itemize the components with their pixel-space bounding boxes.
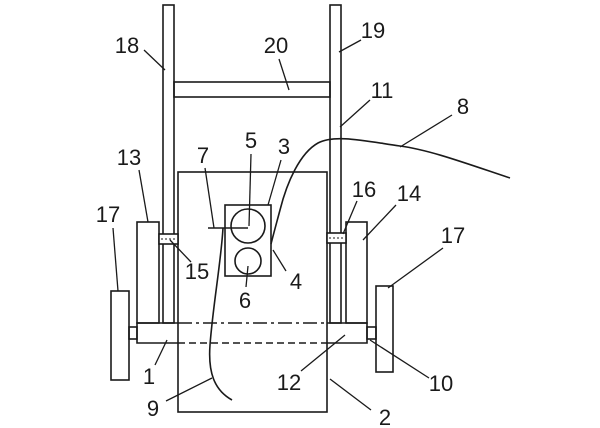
right-pole bbox=[329, 4, 342, 324]
component-box bbox=[224, 204, 272, 277]
leader-line-1 bbox=[154, 339, 168, 366]
callout-20: 20 bbox=[264, 33, 288, 58]
left-bracket bbox=[158, 233, 179, 245]
leader-line-6 bbox=[245, 265, 249, 288]
leader-line-2 bbox=[329, 378, 372, 411]
left-wheel bbox=[110, 290, 130, 381]
leader-line-3 bbox=[267, 159, 282, 206]
callout-1: 1 bbox=[143, 364, 155, 389]
leader-line-14 bbox=[362, 204, 397, 241]
leader-line-17-left bbox=[112, 227, 119, 292]
right-bracket bbox=[326, 232, 347, 244]
callout-9: 9 bbox=[147, 396, 159, 421]
upper-circle bbox=[230, 208, 266, 244]
callout-18: 18 bbox=[115, 33, 139, 58]
leader-line-19 bbox=[338, 39, 362, 53]
axle bbox=[136, 322, 368, 344]
leader-line-16 bbox=[342, 200, 358, 235]
left-side-plate bbox=[136, 221, 160, 324]
crossbar bbox=[173, 81, 331, 98]
leader-line-13 bbox=[138, 169, 149, 223]
leader-line-5 bbox=[248, 153, 252, 227]
callout-17-left: 17 bbox=[96, 202, 120, 227]
leader-line-8 bbox=[399, 114, 453, 148]
leader-line-10 bbox=[369, 339, 430, 379]
callout-5: 5 bbox=[245, 128, 257, 153]
callout-17-right: 17 bbox=[441, 223, 465, 248]
callout-12: 12 bbox=[277, 370, 301, 395]
leader-line-7 bbox=[204, 167, 215, 229]
callout-7: 7 bbox=[197, 143, 209, 168]
left-pole bbox=[162, 4, 175, 324]
callout-4: 4 bbox=[290, 269, 302, 294]
leader-line-12 bbox=[300, 334, 346, 372]
lower-circle bbox=[234, 247, 262, 275]
callout-16: 16 bbox=[352, 177, 376, 202]
right-hub bbox=[366, 326, 377, 340]
leader-line-17-right bbox=[387, 247, 444, 289]
leader-line-11 bbox=[339, 99, 371, 128]
leader-line-18 bbox=[143, 49, 166, 71]
leader-line-9 bbox=[165, 377, 213, 402]
callout-19: 19 bbox=[361, 18, 385, 43]
callout-13: 13 bbox=[117, 145, 141, 170]
callout-11: 11 bbox=[371, 78, 394, 103]
left-hub bbox=[128, 326, 138, 340]
right-side-plate bbox=[345, 221, 368, 324]
callout-3: 3 bbox=[278, 134, 290, 159]
upper-cable bbox=[270, 137, 511, 245]
callout-8: 8 bbox=[457, 94, 469, 119]
housing-box bbox=[177, 171, 328, 413]
leader-line-20 bbox=[278, 58, 290, 91]
callout-2: 2 bbox=[379, 405, 391, 428]
callout-10: 10 bbox=[429, 371, 453, 396]
right-wheel bbox=[375, 285, 394, 373]
callout-15: 15 bbox=[185, 259, 209, 284]
leader-line-15 bbox=[169, 239, 192, 263]
callout-14: 14 bbox=[397, 181, 421, 206]
leader-line-4 bbox=[272, 249, 287, 272]
lower-cable bbox=[208, 227, 233, 401]
callout-6: 6 bbox=[239, 288, 251, 313]
